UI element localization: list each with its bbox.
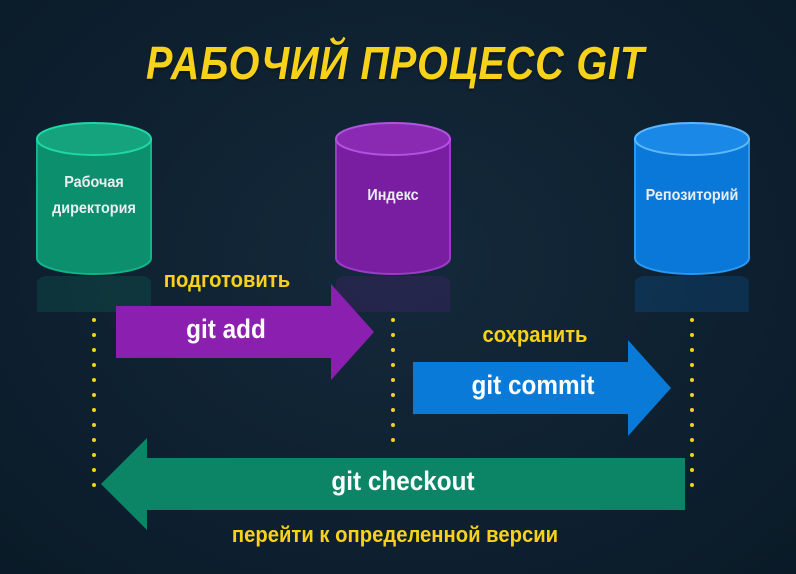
git-add-label: git add: [186, 314, 266, 344]
git-add-arrow: git add: [116, 284, 374, 380]
index-reflection: [334, 270, 452, 316]
git-checkout-label: git checkout: [331, 466, 475, 496]
index-label: Индекс: [367, 187, 419, 204]
slide-title: РАБОЧИЙ ПРОЦЕСС GIT: [146, 37, 645, 89]
git-commit-arrow: git commit: [413, 340, 671, 436]
working-directory-cylinder: Рабочая директория: [35, 121, 153, 276]
index-cylinder: Индекс: [334, 121, 452, 276]
working-directory-label-line2: директория: [52, 200, 136, 217]
repository-reflection: [633, 270, 751, 316]
checkout-caption: перейти к определенной версии: [231, 522, 559, 547]
commit-caption: сохранить: [482, 322, 588, 347]
repository-cylinder: Репозиторий: [633, 121, 751, 276]
repository-label: Репозиторий: [645, 187, 739, 204]
add-caption: подготовить: [163, 267, 291, 292]
git-commit-label: git commit: [471, 370, 595, 400]
index-guide-dots: [391, 318, 395, 453]
working-directory-reflection: [35, 270, 153, 316]
repository-guide-dots: [690, 318, 694, 498]
git-checkout-arrow: git checkout: [101, 438, 685, 530]
working-directory-guide-dots: [92, 318, 96, 498]
working-directory-label-line1: Рабочая: [64, 174, 124, 191]
